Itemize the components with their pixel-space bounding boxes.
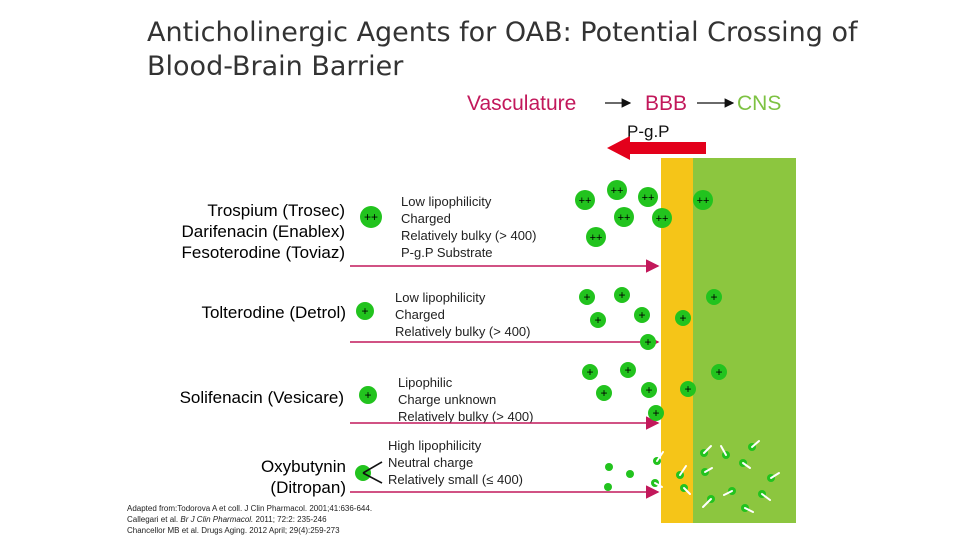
svg-text:+: + bbox=[594, 313, 601, 327]
svg-text:+: + bbox=[710, 290, 717, 304]
row-2-molecules: + + + + + + + bbox=[579, 287, 722, 350]
molecule-icon-oxybutynin bbox=[355, 462, 382, 483]
svg-text:+: + bbox=[638, 308, 645, 322]
svg-text:++: ++ bbox=[611, 185, 624, 197]
svg-text:+: + bbox=[624, 363, 631, 377]
svg-text:+: + bbox=[645, 383, 652, 397]
molecule-icon-trospium: ++ bbox=[360, 206, 382, 228]
molecule-icon-tolterodine: + bbox=[356, 302, 374, 320]
svg-text:+: + bbox=[600, 386, 607, 400]
svg-text:+: + bbox=[583, 290, 590, 304]
svg-text:+: + bbox=[679, 311, 686, 325]
pgp-efflux-arrow bbox=[607, 136, 706, 160]
svg-text:+: + bbox=[715, 365, 722, 379]
svg-text:++: ++ bbox=[618, 212, 631, 224]
svg-text:++: ++ bbox=[590, 232, 603, 244]
svg-text:+: + bbox=[586, 365, 593, 379]
svg-text:++: ++ bbox=[642, 192, 655, 204]
row-4-molecules bbox=[604, 441, 779, 512]
svg-text:++: ++ bbox=[579, 195, 592, 207]
svg-text:+: + bbox=[644, 335, 651, 349]
svg-text:+: + bbox=[361, 304, 368, 318]
molecule-icon-solifenacin: + bbox=[359, 386, 377, 404]
row-3-molecules: + + + + + + + bbox=[582, 362, 727, 421]
svg-text:+: + bbox=[364, 388, 371, 402]
svg-text:+: + bbox=[618, 288, 625, 302]
svg-text:+: + bbox=[684, 382, 691, 396]
svg-text:+: + bbox=[652, 406, 659, 420]
svg-text:++: ++ bbox=[697, 195, 710, 207]
svg-text:++: ++ bbox=[656, 213, 669, 225]
svg-text:++: ++ bbox=[364, 210, 378, 224]
row-1-molecules: ++ ++ ++ ++ ++ ++ ++ bbox=[575, 180, 713, 247]
